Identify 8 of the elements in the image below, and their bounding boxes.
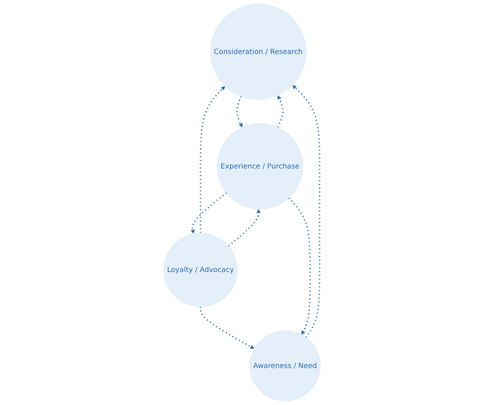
arrow <box>236 96 243 128</box>
arrow <box>292 85 320 338</box>
arrow <box>200 306 254 349</box>
arrow <box>200 86 226 233</box>
arrow <box>228 209 261 247</box>
arrow <box>288 198 311 335</box>
arrow <box>277 95 284 128</box>
arrow <box>190 192 227 234</box>
